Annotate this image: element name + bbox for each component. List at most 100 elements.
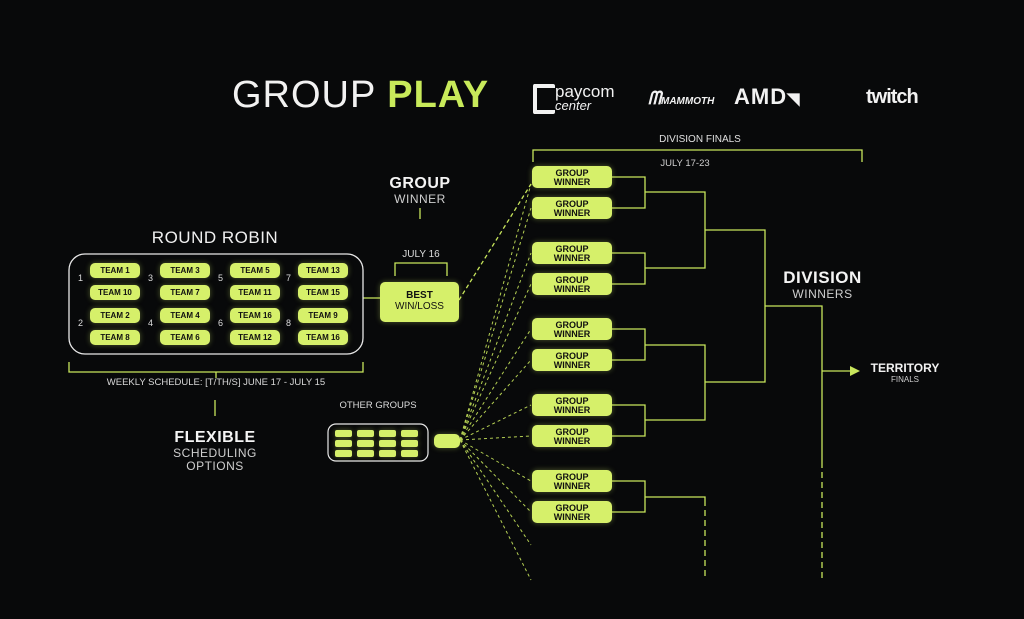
team-pill: TEAM 4: [160, 308, 210, 323]
other-group-block: [335, 430, 352, 437]
group-winner-pill-line1: GROUP: [555, 351, 589, 361]
other-group-block: [335, 450, 352, 457]
weekly-schedule: WEEKLY SCHEDULE: [T/TH/S] JUNE 17 - JULY…: [106, 377, 326, 388]
paycom-center-text: center: [555, 98, 592, 113]
group-winner-pill-line1: GROUP: [555, 244, 589, 254]
group-winner-pill-line1: GROUP: [555, 396, 589, 406]
page-title: GROUP PLAY: [232, 74, 489, 117]
group-winner-pill-line1: GROUP: [555, 427, 589, 437]
division-winners-label: DIVISION WINNERS: [775, 268, 870, 301]
team-pill: TEAM 13: [298, 263, 348, 278]
group-winner-pill-line2: WINNER: [553, 253, 591, 264]
round-robin-title: ROUND ROBIN: [151, 228, 279, 247]
group-winner-pill-line1: GROUP: [555, 503, 589, 513]
group-winner-pill-line2: WINNER: [553, 208, 591, 219]
other-group-block: [335, 440, 352, 447]
group-winner-pill-line1: GROUP: [555, 275, 589, 285]
other-group-block: [357, 450, 374, 457]
group-winner-line2: WINNER: [394, 192, 446, 206]
amd-text: AMD: [734, 84, 788, 109]
division-finals-dates: JULY 17-23: [660, 158, 710, 169]
round-number: 2: [78, 318, 84, 328]
paycom-mark-icon: [533, 84, 555, 114]
other-group-block: [401, 440, 418, 447]
group-winner-line1: GROUP: [389, 175, 451, 192]
team-pill: TEAM 1: [90, 263, 140, 278]
territory-line1: TERRITORY: [870, 361, 940, 375]
team-pill: TEAM 7: [160, 285, 210, 300]
other-group-block: [379, 440, 396, 447]
amd-arrow-icon: ◥: [787, 91, 801, 108]
group-winner-pill-line2: WINNER: [553, 481, 591, 492]
other-group-block: [401, 430, 418, 437]
title-prefix: GROUP: [232, 74, 388, 116]
best-win-loss-match: BEST WIN/LOSS: [380, 282, 459, 322]
division-finals-title: DIVISION FINALS: [659, 134, 741, 145]
team-pill: TEAM 8: [90, 330, 140, 345]
group-winner-pill-line2: WINNER: [553, 360, 591, 371]
team-pill: TEAM 16: [298, 330, 348, 345]
final-match-date: JULY 16: [402, 249, 440, 260]
territory-finals-label: TERRITORY FINALS: [864, 361, 946, 384]
round-number: 8: [286, 318, 292, 328]
territory-line2: FINALS: [890, 375, 919, 384]
division-winners-line2: WINNERS: [792, 287, 853, 301]
round-number: 4: [148, 318, 154, 328]
mammoth-text: MAMMOTH: [661, 96, 715, 107]
round-number: 3: [148, 273, 154, 283]
group-winner-pill-line2: WINNER: [553, 329, 591, 340]
other-groups-label: OTHER GROUPS: [339, 400, 417, 411]
team-pill: TEAM 15: [298, 285, 348, 300]
team-pill: TEAM 10: [90, 285, 140, 300]
group-winner-pill-line2: WINNER: [553, 405, 591, 416]
team-pill: TEAM 2: [90, 308, 140, 323]
win-loss-label: WIN/LOSS: [395, 300, 444, 312]
flexible-scheduling-label: FLEXIBLE SCHEDULING OPTIONS: [152, 429, 278, 473]
flexible-line1: FLEXIBLE: [174, 429, 256, 446]
team-pill: TEAM 12: [230, 330, 280, 345]
group-winner-pill-line1: GROUP: [555, 472, 589, 482]
other-group-block: [357, 440, 374, 447]
round-number: 6: [218, 318, 224, 328]
other-group-block: [357, 430, 374, 437]
other-group-block: [379, 430, 396, 437]
flexible-line3: OPTIONS: [186, 459, 244, 473]
round-number: 5: [218, 273, 224, 283]
group-winner-label: GROUP WINNER: [370, 175, 470, 205]
group-winner-pill-line2: WINNER: [553, 177, 591, 188]
team-pill: TEAM 6: [160, 330, 210, 345]
flexible-line2: SCHEDULING: [173, 446, 257, 460]
group-winner-pill-line1: GROUP: [555, 320, 589, 330]
team-pill: TEAM 11: [230, 285, 280, 300]
group-winner-pill-line2: WINNER: [553, 436, 591, 447]
group-winner-pill-line1: GROUP: [555, 168, 589, 178]
title-highlight: PLAY: [387, 74, 490, 116]
other-groups-output: [434, 434, 460, 448]
twitch-logo: twitch: [866, 86, 919, 108]
round-number: 7: [286, 273, 292, 283]
team-pill: TEAM 3: [160, 263, 210, 278]
round-number: 1: [78, 273, 84, 283]
division-winners-line1: DIVISION: [783, 268, 862, 287]
team-pill: TEAM 9: [298, 308, 348, 323]
other-group-block: [379, 450, 396, 457]
group-winner-pill-line1: GROUP: [555, 199, 589, 209]
other-group-block: [401, 450, 418, 457]
team-pill: TEAM 16: [230, 308, 280, 323]
group-winner-pill-line2: WINNER: [553, 512, 591, 523]
amd-logo: AMD◥: [734, 84, 800, 110]
team-pill: TEAM 5: [230, 263, 280, 278]
best-label: BEST: [406, 290, 433, 301]
group-winner-pill-line2: WINNER: [553, 284, 591, 295]
mammoth-logo: ᗰMAMMOTH: [648, 88, 714, 109]
